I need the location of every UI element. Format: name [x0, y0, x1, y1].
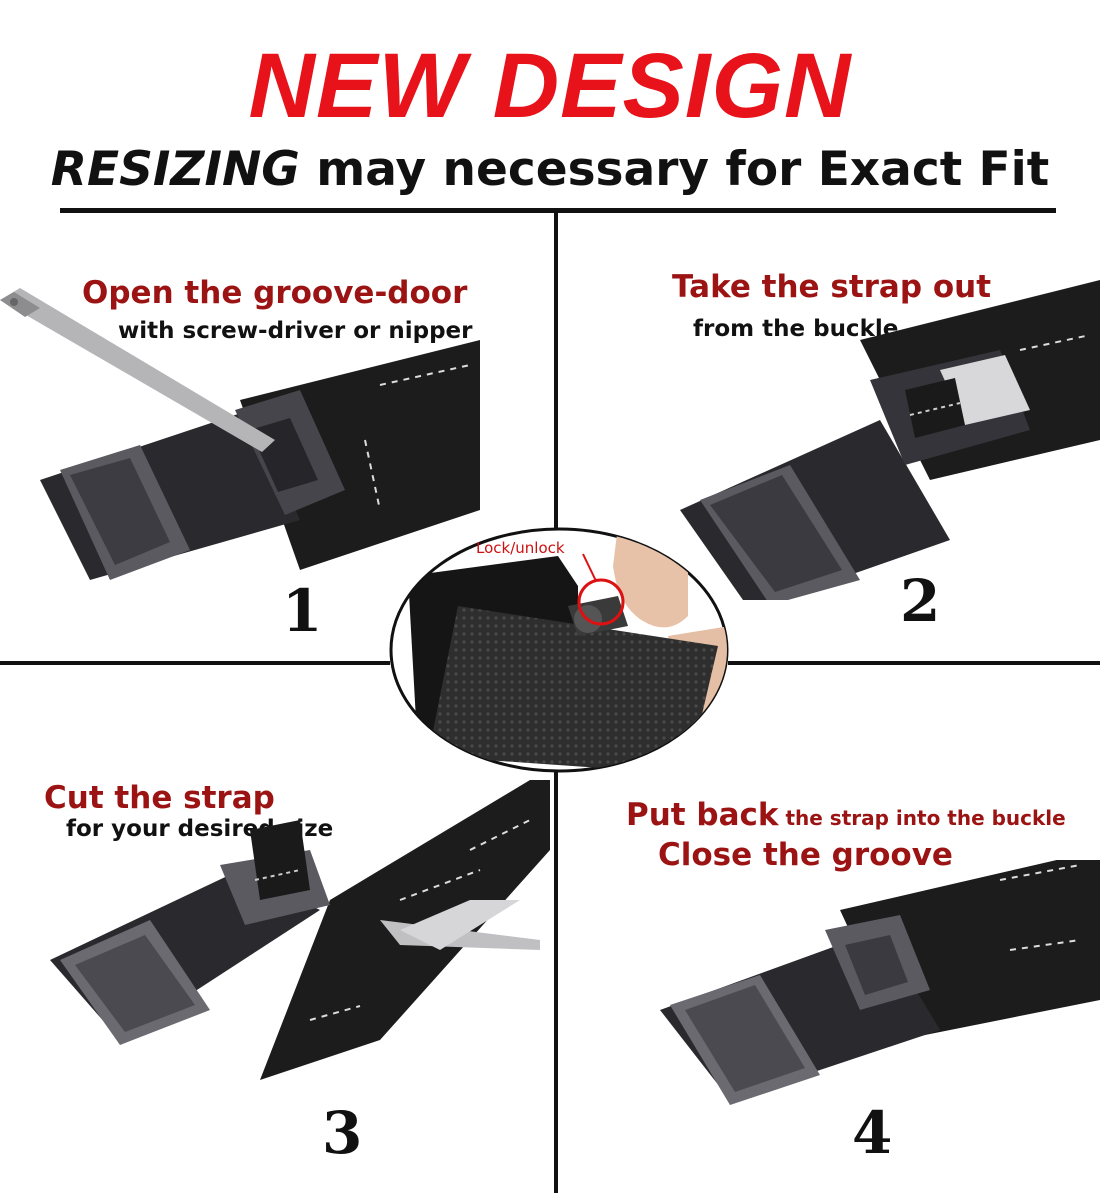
vertical-divider-bottom — [554, 772, 558, 1193]
horizontal-divider-left — [0, 661, 390, 665]
step-2-subtitle: from the buckle — [693, 316, 899, 342]
horizontal-divider-right — [728, 661, 1100, 665]
step-2-illustration — [680, 280, 1100, 600]
headline: NEW DESIGN — [248, 35, 852, 137]
step-4-illustration — [660, 860, 1100, 1105]
step-3-title: Cut the strap — [44, 780, 275, 816]
step-3-number: 3 — [322, 1099, 363, 1167]
subtitle: RESIZING may necessary for Exact Fit — [0, 146, 1100, 193]
step-1-subtitle: with screw-driver or nipper — [118, 318, 473, 344]
step-4-title-rest: the strap into the buckle — [778, 806, 1066, 830]
center-lock-illustration — [389, 527, 729, 773]
step-4-number: 4 — [852, 1099, 893, 1167]
lock-unlock-label: Lock/unlock — [476, 539, 565, 557]
step-4-title: Put back the strap into the buckle — [626, 800, 1066, 831]
step-1-illustration — [0, 288, 480, 580]
step-2-title: Take the strap out — [672, 269, 992, 305]
step-2-number: 2 — [900, 567, 941, 635]
subtitle-emphasis: RESIZING — [50, 142, 300, 197]
step-4-title-bold: Put back — [626, 797, 779, 833]
header-underline — [60, 208, 1056, 213]
subtitle-rest: may necessary for Exact Fit — [299, 142, 1050, 197]
step-3-illustration — [50, 780, 550, 1080]
vertical-divider-top — [554, 213, 558, 543]
step-1-title: Open the groove-door — [82, 275, 468, 311]
step-4-subtitle: Close the groove — [658, 837, 953, 873]
step-1-number: 1 — [282, 577, 323, 645]
